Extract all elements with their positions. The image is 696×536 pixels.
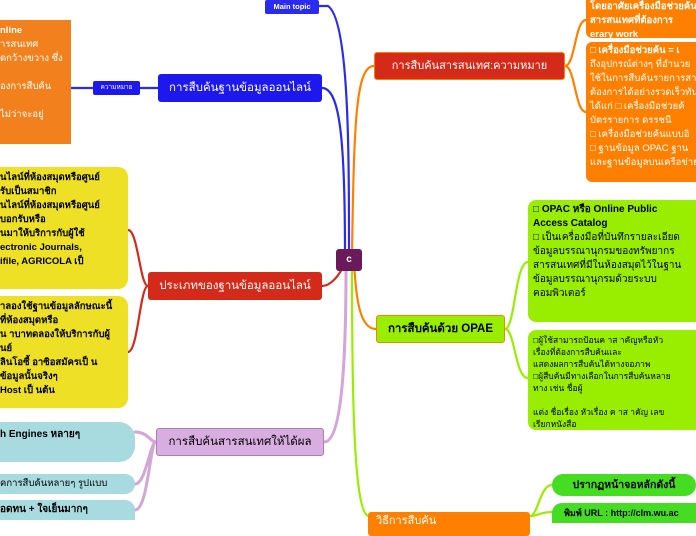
online-db-title: การสืบค้นฐานข้อมูลออนไลน์	[169, 82, 311, 94]
db-note1-line-1: รับเป็นสมาชิก	[0, 186, 57, 197]
meaning-note1-line-1: สารสนเทศที่ต้องการ	[590, 15, 674, 26]
effective-item-2[interactable]: คการสืบค้นหลายๆ รูปแบบ	[0, 474, 135, 494]
online-note-line-2: ดกว้างขวาง ซึ่ง	[0, 53, 63, 64]
link-effective	[322, 266, 348, 444]
opac-note2-line-4: ทาง เช่น ชื่อผู้	[533, 383, 583, 393]
meaning-note1-line-2: erary work	[590, 29, 639, 38]
center-node[interactable]: c	[336, 249, 362, 271]
opac-note2-line-3: □ผู้สืบค้นมีทางเลือกในการสืบค้นหลาย	[533, 371, 671, 381]
opac-note2-line-5	[533, 394, 696, 406]
bottom-item-2-label: พิมพ์ URL : http://clm.wu.ac	[564, 508, 679, 518]
db-note1-line-3: บอกรับหรือ	[0, 214, 46, 225]
opac-note1-line-0: □ OPAC หรือ Online Public	[533, 204, 658, 215]
meaning-note2-line-6: □ เครื่องมือช่วยค้นแบบอิ	[590, 129, 690, 140]
online-note-line-6: ไม่ว่าจะอยู่	[0, 109, 44, 120]
db-note1-line-6: ifile, AGRICOLA เป็	[0, 256, 84, 267]
bottom-title: วิธีการสืบค้น	[376, 515, 437, 527]
opac-note2-line-7: เรียกหนังสือ	[533, 419, 577, 429]
link-opac-notes	[503, 260, 530, 380]
opac-note2-line-2: แสดงผลการสืบค้นได้ทางจอภาพ	[533, 359, 651, 369]
online-db-note[interactable]: nline ารสนเทศ ดกว้างขวาง ซึ่ง องการสืบค้…	[0, 20, 71, 144]
meaning-note2-line-0: □ เครื่องมือช่วยค้น = เ	[590, 45, 680, 56]
link-online-db	[320, 86, 347, 257]
online-db-tag-label: ความหมาย	[100, 84, 133, 91]
db-types-title: ประเภทของฐานข้อมูลออนไลน์	[159, 280, 311, 292]
link-opac-center	[352, 260, 378, 331]
db-note2-line-5: ข้อมูลนั้นจริงๆ	[0, 371, 58, 382]
effective-title: การสืบค้นสารสนเทศให้ได้ผล	[168, 436, 312, 448]
opac-note2-line-1: เรื่องที่ต้องการสืบค้นและ	[533, 347, 622, 357]
db-note2-line-3: นย์	[0, 343, 13, 354]
db-note2-line-6: Host เป็ นต้น	[0, 385, 55, 396]
online-note-line-4: องการสืบค้น	[0, 81, 52, 92]
meaning-note1-line-0: โดยอาศัยเครื่องมือช่วยค้น	[590, 1, 696, 12]
opac-note1-line-6: คอมพิวเตอร์	[533, 288, 586, 299]
opac-note-1[interactable]: □ OPAC หรือ Online Public Access Catalog…	[528, 200, 696, 322]
db-note2-line-0: าลองใช้ฐานข้อมูลลักษณะนี้	[0, 301, 113, 312]
online-note-line-3	[0, 66, 71, 80]
opac-topic[interactable]: การสืบค้นด้วย OPAE	[376, 315, 505, 343]
effective-topic[interactable]: การสืบค้นสารสนเทศให้ได้ผล	[156, 428, 324, 456]
link-effective-items	[133, 430, 158, 512]
connector-lines	[69, 4, 588, 518]
meaning-note2-line-7: □ ฐานข้อมูล OPAC ฐาน	[590, 143, 689, 154]
db-types-note-1[interactable]: นไลน์ที่ห้องสมุดหรือศูนย์ รับเป็นสมาชิก …	[0, 167, 128, 289]
effective-item-1[interactable]: h Engines หลายๆ	[0, 422, 135, 462]
db-note1-line-0: นไลน์ที่ห้องสมุดหรือศูนย์	[0, 172, 100, 183]
meaning-note-2[interactable]: □ เครื่องมือช่วยค้น = เ ถึงอุปกรณ์ต่างๆ …	[586, 42, 696, 182]
effective-item-1-label: h Engines หลายๆ	[0, 429, 81, 440]
main-topic-label: Main topic	[273, 2, 311, 11]
center-label: c	[346, 254, 352, 265]
effective-item-2-label: คการสืบค้นหลายๆ รูปแบบ	[0, 478, 108, 489]
db-note1-line-4: นมาให้บริการกับผู้ใช้	[0, 228, 85, 239]
opac-note2-line-6: แต่ง ชื่อเรื่อง หัวเรื่อง ค าส าคัญ เลข	[533, 407, 665, 417]
meaning-note-1[interactable]: โดยอาศัยเครื่องมือช่วยค้น สารสนเทศที่ต้อ…	[586, 0, 696, 38]
db-note2-line-2: น าบาทดลองให้บริการกับผู้	[0, 329, 111, 340]
db-note2-line-4: ลินโอซี้ อาซิอสมัครเป็ น	[0, 357, 98, 368]
online-db-topic[interactable]: การสืบค้นฐานข้อมูลออนไลน์	[158, 74, 322, 102]
opac-note1-line-5: ข้อมูลบรรณานุกรมด้วยระบบ	[533, 274, 657, 285]
opac-note1-line-2: □ เป็นเครื่องมือที่บันทึกรายละเอียด	[533, 232, 680, 243]
db-note1-line-5: ectronic Journals,	[0, 242, 82, 253]
link-bottom-items	[528, 483, 554, 518]
meaning-topic[interactable]: การสืบค้นสารสนเทศ:ความหมาย	[374, 52, 565, 80]
db-types-note-2[interactable]: าลองใช้ฐานข้อมูลลักษณะนี้ ที่ห้องสมุดหรื…	[0, 296, 128, 408]
meaning-note2-line-5: บัตรรายการ ดรรชนี	[590, 115, 672, 126]
effective-item-3-label: อดทน + ใจเย็นมากๆ	[0, 504, 88, 515]
bottom-item-1-label: ปรากฏหน้าจอหลักดังนี้	[572, 479, 676, 491]
db-types-topic[interactable]: ประเภทของฐานข้อมูลออนไลน์	[148, 272, 322, 300]
opac-note1-line-1: Access Catalog	[533, 218, 608, 229]
link-meaning-notes	[563, 18, 588, 114]
effective-item-3[interactable]: อดทน + ใจเย็นมากๆ	[0, 500, 135, 520]
online-note-line-5	[0, 94, 71, 108]
opac-note-2[interactable]: □ผู้ใช้สามารถป้อนค าส าคัญหรือหัว เรื่อง…	[528, 330, 696, 430]
db-note1-line-2: นไลน์ที่ห้องสมุดหรือศูนย์	[0, 200, 100, 211]
link-meaning	[350, 64, 376, 257]
bottom-item-1[interactable]: ปรากฏหน้าจอหลักดังนี้	[552, 474, 696, 496]
opac-note1-line-3: ข้อมูลบรรณานุกรมของทรัพยากร	[533, 246, 675, 257]
online-note-line-1: ารสนเทศ	[0, 39, 39, 50]
meaning-note2-line-1: ถึงอุปกรณ์ต่างๆ ที่อำนวย	[590, 59, 691, 70]
opac-note1-line-4: สารสนเทศที่มีในห้องสมุดไว้ในฐาน	[533, 260, 682, 271]
meaning-note2-line-4: ได้แก่ □ เครื่องมือช่วยค้	[590, 101, 685, 112]
link-db-types-notes	[126, 228, 150, 354]
online-db-tag[interactable]: ความหมาย	[93, 81, 140, 95]
meaning-title: การสืบค้นสารสนเทศ:ความหมาย	[391, 60, 548, 72]
meaning-note2-line-2: ใช้ในการสืบค้นรายการสา	[590, 73, 696, 84]
opac-title: การสืบค้นด้วย OPAE	[387, 323, 494, 335]
meaning-note2-line-3: ต้องการได้อย่างรวดเร็วทัน	[590, 87, 696, 98]
main-topic-node[interactable]: Main topic	[265, 0, 319, 14]
meaning-note2-line-8: และฐานข้อมูลบนเครือข่าย	[590, 157, 696, 168]
db-note2-line-1: ที่ห้องสมุดหรือ	[0, 315, 59, 326]
online-note-line-0: nline	[0, 25, 23, 36]
link-bottom	[350, 266, 370, 518]
link-main-topic	[316, 4, 351, 257]
bottom-topic[interactable]: วิธีการสืบค้น	[368, 512, 530, 536]
bottom-item-2[interactable]: พิมพ์ URL : http://clm.wu.ac	[552, 503, 696, 523]
opac-note2-line-0: □ผู้ใช้สามารถป้อนค าส าคัญหรือหัว	[533, 335, 664, 345]
